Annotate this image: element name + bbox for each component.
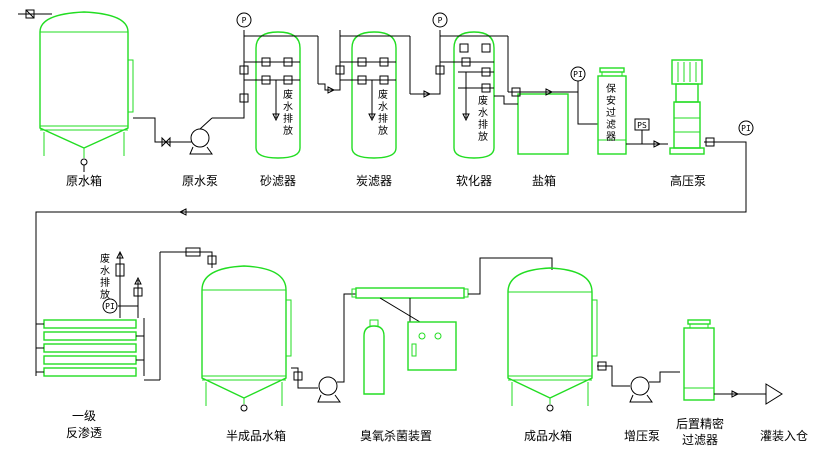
label-raw-pump: 原水泵 [182,174,218,188]
svg-text:废: 废 [283,88,293,101]
pi-gauge-1: PI [570,66,586,92]
semi-finished-tank [201,265,292,412]
post-precision-filter [683,319,715,401]
label-raw-tank: 原水箱 [66,173,102,188]
ro-waste: PI [102,250,143,318]
label-bottling: 灌装入仓 [760,429,808,443]
svg-text:放: 放 [378,124,388,137]
svg-text:器: 器 [606,131,616,143]
svg-text:滤: 滤 [606,118,616,131]
label-product-tank: 成品水箱 [524,428,572,443]
p-gauge-2: P [432,12,448,28]
svg-text:PI: PI [105,302,115,311]
svg-text:安: 安 [606,94,616,107]
valve-raw-out [161,136,171,148]
label-booster-pump: 增压泵 [624,429,660,443]
svg-text:废: 废 [100,252,110,265]
svg-text:废: 废 [378,88,388,101]
label-post-filter-2: 过滤器 [682,433,718,447]
label-salt-tank: 盐箱 [532,173,556,188]
label-ozone: 臭氧杀菌装置 [360,428,432,443]
label-post-filter-1: 后置精密 [676,416,724,431]
svg-text:排: 排 [378,112,388,125]
label-semi-tank: 半成品水箱 [226,428,286,443]
ozone-pump [317,293,356,403]
ps-switch: PS [634,118,650,144]
waste-label-2: 废 水 排 放 [378,88,388,137]
sand-filter [244,31,319,159]
svg-text:排: 排 [100,276,110,289]
label-high-pressure-pump: 高压泵 [670,173,706,188]
p-gauge-1: P [236,12,252,28]
label-carbon-filter: 炭滤器 [356,174,392,188]
svg-text:放: 放 [283,124,293,137]
label-ro-line2: 反渗透 [66,425,102,440]
svg-text:P: P [438,16,443,25]
svg-text:排: 排 [283,112,293,125]
inlet-line [18,9,52,19]
svg-text:PI: PI [573,70,583,79]
salt-tank [494,93,569,155]
product-tank [507,267,598,412]
svg-text:排: 排 [478,118,488,131]
label-ro-line1: 一级 [72,409,96,423]
pi-gauge-2: PI [738,120,754,136]
svg-text:水: 水 [478,107,488,119]
svg-text:水: 水 [378,101,388,113]
security-filter-label: 保 安 过 滤 器 [606,82,616,143]
high-pressure-pump [669,59,705,155]
svg-text:水: 水 [283,101,293,113]
waste-label-3: 废 水 排 放 [478,94,488,143]
svg-text:放: 放 [478,130,488,143]
svg-text:PI: PI [741,124,751,133]
waste-label-1: 废 水 排 放 [283,88,293,137]
label-softener: 软化器 [456,174,492,188]
carbon-filter [340,31,411,159]
raw-water-pump [189,117,213,155]
waste-label-ro: 废 水 排 放 [100,252,110,301]
security-filter [597,67,627,155]
svg-text:水: 水 [100,265,110,277]
svg-text:废: 废 [478,94,488,107]
svg-text:过: 过 [606,106,616,119]
svg-text:P: P [242,16,247,25]
booster-pump [629,371,680,403]
raw-water-tank [39,11,134,172]
svg-text:保: 保 [606,82,616,95]
svg-text:放: 放 [100,288,110,301]
ro-membranes [35,252,161,381]
label-sand-filter: 砂滤器 [260,174,296,188]
ozone-sterilizer [351,287,469,395]
svg-text:PS: PS [637,121,647,130]
softener [440,31,509,159]
